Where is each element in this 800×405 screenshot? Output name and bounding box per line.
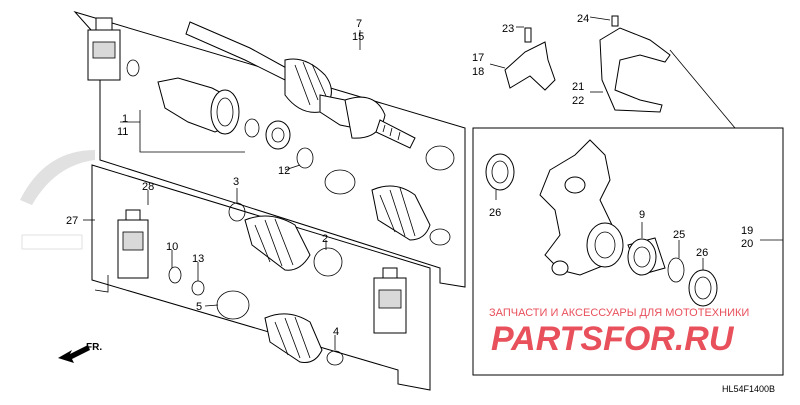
drive-shaft-assembly [185,21,416,149]
ghost-logo [20,150,95,250]
boot-band-5 [216,290,250,320]
boot-band-a [425,145,455,171]
callout-5: 5 [196,301,202,313]
grease-bottle-bottom [373,267,407,334]
nut-castle [265,120,291,150]
boot-band-2 [313,247,343,277]
callout-26-top: 26 [489,207,501,219]
callout-7: 7 [356,18,362,30]
inner-parts-frame [91,164,431,391]
callout-15: 15 [352,31,364,43]
callout-28: 28 [142,181,154,193]
diagram-code: HL54F1400B [722,384,775,394]
callout-27: 27 [66,215,78,227]
bracket-17-18 [504,27,556,91]
inner-boot [244,215,311,271]
callout-11: 11 [117,126,128,138]
callout-26-bottom: 26 [696,247,708,259]
callout-2: 2 [322,233,328,245]
callout-20: 20 [741,238,753,250]
outer-boot [371,185,431,241]
circlip-top [126,59,140,77]
callout-19: 19 [741,225,753,237]
boot-band-3 [228,202,246,222]
leader-lines [83,16,783,350]
grease-bottle-top [87,17,121,81]
callout-21: 21 [572,81,584,93]
callout-23: 23 [502,23,514,35]
callout-10: 10 [166,241,178,253]
callout-13: 13 [192,253,204,265]
knuckle-frame [472,127,784,376]
callout-24: 24 [577,13,589,25]
watermark-brand: PARTSFOR.RU [491,320,735,358]
callout-3: 3 [233,176,239,188]
bearing-9 [627,237,666,276]
circlip-25 [667,257,685,283]
guard-21-22 [599,15,671,113]
callout-12: 12 [278,165,290,177]
oil-seal-26-bottom [688,269,718,307]
boot-band-c [429,228,451,246]
steering-knuckle [539,139,624,276]
frame-27-step [94,275,109,293]
callout-4: 4 [333,326,339,338]
front-direction-arrow: FR. [58,342,102,363]
callout-25: 25 [673,229,685,241]
callout-18: 18 [472,66,484,78]
grease-bottle-middle [117,209,149,279]
ring-near-cv [244,118,260,138]
ring-10 [168,266,182,284]
lower-boot [264,313,323,363]
callout-17: 17 [472,52,484,64]
callout-9: 9 [639,209,645,221]
callout-22: 22 [572,95,584,107]
oil-seal-26-top [485,153,515,191]
watermark-subtitle: ЗАПЧАСТИ И АКСЕССУАРЫ ДЛЯ МОТОТЕХНИКИ [489,307,749,319]
callout-1: 1 [122,113,128,125]
nut-castle-hole [271,127,285,143]
boot-band-4 [326,350,344,366]
ring-12 [296,147,314,169]
boot-band-b [324,169,356,195]
outer-cv-joint [157,77,240,135]
front-direction-label: FR. [86,342,102,353]
ring-13 [191,280,205,296]
